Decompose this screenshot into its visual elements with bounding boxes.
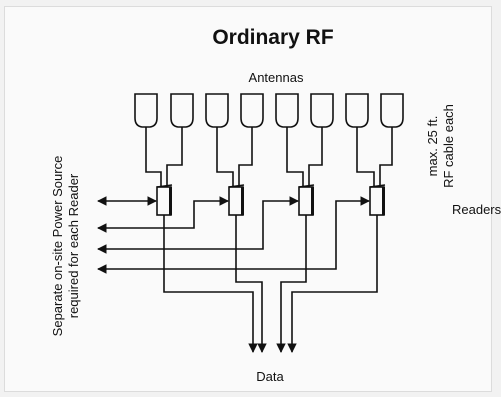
reader-box-top (156, 184, 173, 188)
rf-cable (216, 127, 234, 187)
antenna-icon (275, 93, 299, 128)
power-note-line-2: required for each Reader (66, 173, 81, 318)
reader-box (369, 186, 385, 216)
rf-cable (308, 127, 323, 187)
rf-cable (145, 127, 162, 187)
antenna-icon (170, 93, 194, 128)
rf-cable (238, 127, 253, 187)
antenna-icon (380, 93, 404, 128)
diagram-components (97, 93, 404, 353)
data-line (163, 215, 258, 353)
antenna-icon (310, 93, 334, 128)
reader-box-edge (311, 187, 314, 215)
cable-note-line-1: max. 25 ft. (425, 116, 440, 177)
power-note-line-1: Separate on-site Power Source (50, 156, 65, 337)
rf-cable (356, 127, 375, 187)
reader-box (156, 186, 172, 216)
power-line (97, 196, 299, 254)
cable-note-line-2: RF cable each (441, 104, 456, 188)
reader-box-top (298, 184, 315, 188)
reader-box-top (369, 184, 386, 188)
diagram-title: Ordinary RF (212, 26, 334, 49)
antennas-label: Antennas (249, 70, 304, 85)
reader-box-edge (241, 187, 244, 215)
rf-cable (166, 127, 183, 187)
power-line (97, 196, 370, 274)
readers-label: Readers (452, 202, 501, 217)
antenna-icon (134, 93, 158, 128)
antenna-icon (345, 93, 369, 128)
reader-box (228, 186, 244, 216)
cable-length-note: max. 25 ft. RF cable each (425, 104, 456, 188)
reader-box-top (228, 184, 245, 188)
reader-box (298, 186, 314, 216)
antenna-icon (240, 93, 264, 128)
data-line (287, 215, 378, 353)
data-line (235, 215, 267, 353)
rf-cable (379, 127, 393, 187)
reader-box-edge (169, 187, 172, 215)
power-source-note: Separate on-site Power Source required f… (50, 156, 81, 337)
reader-box-edge (382, 187, 385, 215)
antenna-icon (205, 93, 229, 128)
rf-cable (286, 127, 304, 187)
data-line (276, 215, 307, 353)
data-label: Data (256, 369, 284, 384)
